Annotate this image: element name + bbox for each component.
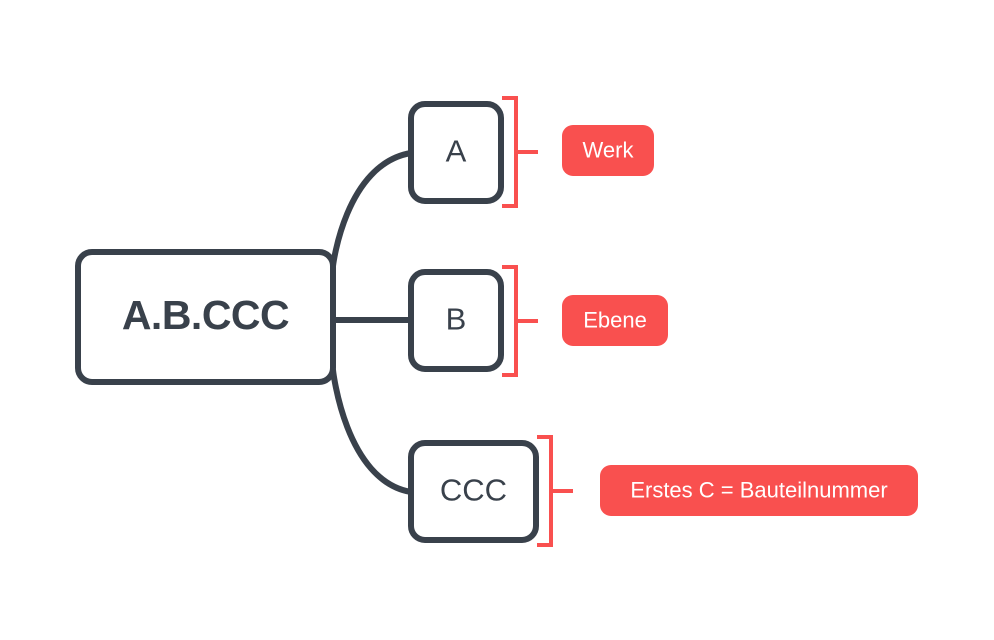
- node-b[interactable]: B: [408, 269, 504, 372]
- node-ccc[interactable]: CCC: [408, 440, 539, 543]
- bracket-bauteilnummer-icon: [537, 435, 573, 547]
- pill-ebene-label: Ebene: [583, 307, 647, 332]
- pill-ebene[interactable]: Ebene: [562, 295, 668, 346]
- bracket-bauteilnummer-spine: [537, 435, 553, 547]
- node-a[interactable]: A: [408, 101, 504, 204]
- pill-bauteilnummer-label: Erstes C = Bauteilnummer: [630, 477, 887, 502]
- bracket-ebene-spine: [502, 265, 518, 377]
- node-b-label: B: [446, 302, 467, 337]
- pill-werk-label: Werk: [583, 137, 635, 162]
- connector-root-to-a: [330, 150, 414, 269]
- connector-group: [330, 150, 414, 495]
- root-node-label: A.B.CCC: [122, 292, 289, 338]
- pill-werk[interactable]: Werk: [562, 125, 654, 176]
- node-b-box: [408, 269, 504, 372]
- node-a-box: [408, 101, 504, 204]
- pill-werk-background: [562, 125, 654, 176]
- node-ccc-label: CCC: [440, 473, 507, 508]
- branch-werk: A Werk: [408, 96, 654, 208]
- pill-bauteilnummer[interactable]: Erstes C = Bauteilnummer: [600, 465, 918, 516]
- bracket-ebene-icon: [502, 265, 538, 377]
- root-node[interactable]: A.B.CCC: [75, 249, 336, 385]
- root-node-box: [75, 249, 336, 385]
- pill-ebene-background: [562, 295, 668, 346]
- pill-bauteilnummer-background: [600, 465, 918, 516]
- connector-root-to-ccc: [330, 367, 414, 495]
- branch-bauteilnummer: CCC Erstes C = Bauteilnummer: [408, 435, 918, 547]
- branch-ebene: B Ebene: [408, 265, 668, 377]
- bracket-werk-spine: [502, 96, 518, 208]
- node-a-label: A: [446, 134, 467, 169]
- node-ccc-box: [408, 440, 539, 543]
- bracket-werk-icon: [502, 96, 538, 208]
